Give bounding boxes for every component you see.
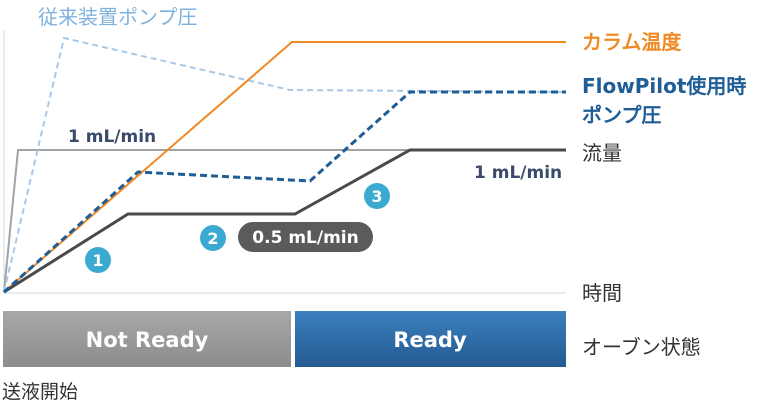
step-3-marker xyxy=(364,183,390,209)
half-flow-label: 0.5 mL/min xyxy=(252,228,358,248)
flow-left-label: 1 mL/min xyxy=(68,127,156,147)
flow-right-label: 1 mL/min xyxy=(474,163,562,183)
conventional-pump-pressure-line xyxy=(3,36,567,293)
column-temperature-line xyxy=(3,41,566,293)
flowpilot-pump-pressure-label-line2: ポンプ圧 xyxy=(582,103,661,127)
not-ready-label: Not Ready xyxy=(86,328,209,352)
step-3-number: 3 xyxy=(371,187,382,206)
flow-rate-line xyxy=(3,148,566,294)
half-flow-badge xyxy=(238,222,373,252)
ready-bar xyxy=(295,311,566,367)
flow-rate-label: 流量 xyxy=(582,141,622,165)
conventional-pump-pressure-label: 従来装置ポンプ圧 xyxy=(38,5,197,29)
flowpilot-pump-pressure-line xyxy=(2,90,566,294)
flowpilot-pump-pressure-label-line1: FlowPilot使用時 xyxy=(582,74,746,98)
column-temperature-label: カラム温度 xyxy=(582,30,682,54)
time-label: 時間 xyxy=(582,281,622,305)
step-2-marker xyxy=(200,225,226,251)
step-1-marker xyxy=(85,247,111,273)
ready-label: Ready xyxy=(393,328,467,352)
flow-reference-line xyxy=(3,149,566,293)
delivery-start-label: 送液開始 xyxy=(2,381,78,403)
step-2-number: 2 xyxy=(207,229,218,248)
step-1-number: 1 xyxy=(92,251,103,270)
oven-state-label: オーブン状態 xyxy=(582,335,701,359)
not-ready-bar xyxy=(3,311,291,367)
